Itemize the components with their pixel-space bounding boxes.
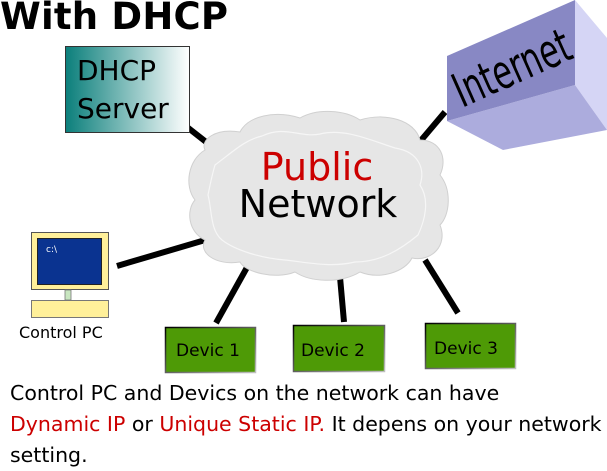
pc-base [31, 300, 109, 318]
monitor-stand [64, 289, 72, 301]
link-device2-to-network [337, 276, 347, 323]
static-ip-highlight: Unique Static IP. [159, 412, 326, 436]
diagram-title: With DHCP [0, 0, 229, 38]
description-part1: Control PC and Devics on the network can… [10, 381, 500, 405]
device-3: Devic 3 [424, 322, 517, 370]
device-1: Devic 1 [164, 326, 257, 374]
internet-node: Internet [445, 0, 607, 150]
description-text: Control PC and Devics on the network can… [10, 378, 607, 471]
internet-cube-side [575, 0, 607, 130]
dhcp-server-label-line1: DHCP [77, 54, 156, 87]
link-device1-to-network [213, 260, 253, 325]
dhcp-server-label-line2: Server [77, 92, 169, 125]
device-2-label: Devic 2 [301, 341, 365, 361]
dhcp-server-node: DHCP Server [65, 46, 190, 133]
network-label-network: Network [239, 182, 398, 226]
link-device3-to-network [422, 258, 461, 315]
control-pc-label: Control PC [19, 323, 103, 342]
screen-prompt: c:\ [46, 245, 58, 255]
cloud-shape [188, 110, 449, 281]
internet-cube-bottom [447, 85, 607, 150]
monitor-screen [37, 238, 102, 285]
device-2: Devic 2 [292, 324, 386, 373]
device-1-label: Devic 1 [176, 341, 240, 361]
description-part3: It depens on your network setting. [10, 412, 602, 467]
description-part2: or [125, 412, 160, 436]
cloud-inner-outline [207, 130, 427, 266]
link-pc-to-network [116, 235, 213, 269]
public-network-cloud: Public Network [188, 110, 449, 281]
internet-cube-front [447, 0, 575, 121]
device-3-label: Devic 3 [434, 339, 498, 359]
network-label-public: Public [261, 145, 373, 189]
control-pc-node: c:\ [31, 232, 109, 318]
dynamic-ip-highlight: Dynamic IP [10, 412, 126, 436]
